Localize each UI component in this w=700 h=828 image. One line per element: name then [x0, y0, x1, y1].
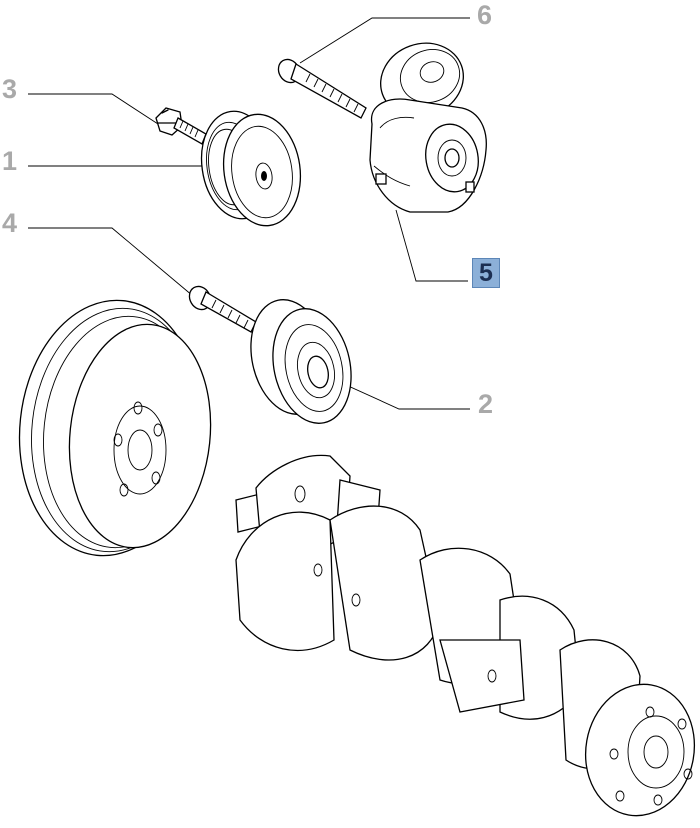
callout-5[interactable]: 5 — [472, 258, 500, 288]
tensioner-icon[interactable] — [369, 32, 487, 213]
callout-1[interactable]: 1 — [2, 146, 18, 176]
pulley-icon[interactable] — [195, 107, 308, 231]
crankshaft-pulley-icon[interactable] — [7, 291, 221, 564]
leader-line-2 — [334, 379, 470, 410]
bolt-icon[interactable] — [274, 56, 367, 119]
bolt-icon[interactable] — [155, 107, 207, 145]
callout-6[interactable]: 6 — [477, 0, 493, 30]
callout-2[interactable]: 2 — [478, 389, 494, 419]
callout-3[interactable]: 3 — [2, 74, 18, 104]
leader-lines — [28, 17, 470, 410]
leader-line-4 — [28, 227, 194, 297]
leader-line-3 — [28, 93, 159, 125]
leader-line-6 — [299, 17, 470, 64]
callout-4[interactable]: 4 — [2, 208, 18, 238]
bolt-icon[interactable] — [185, 283, 257, 333]
crankshaft-icon[interactable] — [235, 454, 700, 823]
idler-pulley-icon[interactable] — [241, 292, 361, 430]
leader-line-5 — [395, 209, 468, 282]
